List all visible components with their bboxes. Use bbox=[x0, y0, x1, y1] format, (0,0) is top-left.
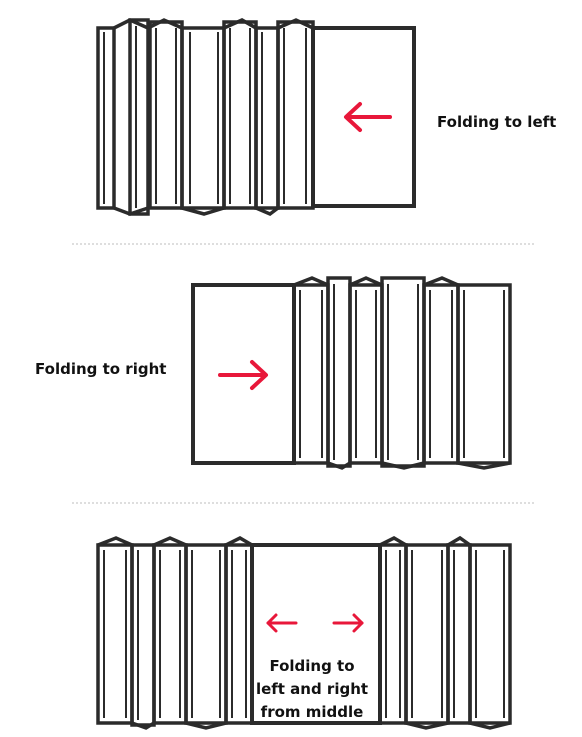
arrow-left-icon bbox=[344, 102, 392, 132]
label-folding-right: Folding to right bbox=[35, 360, 167, 378]
door-diagram-fold-right bbox=[191, 276, 512, 470]
arrow-right-icon bbox=[332, 613, 364, 633]
door-diagram-fold-middle bbox=[96, 535, 512, 730]
inner-lines bbox=[299, 284, 505, 460]
inner-lines bbox=[103, 26, 307, 208]
arrow-right-icon bbox=[218, 360, 268, 390]
folded-panels-left bbox=[96, 536, 254, 730]
door-diagram-fold-left bbox=[96, 18, 416, 217]
folded-panels bbox=[292, 276, 512, 470]
inner-lines bbox=[103, 550, 505, 720]
label-folding-middle: Folding to left and right from middle bbox=[255, 657, 369, 721]
folded-panels-right bbox=[378, 535, 512, 730]
folded-panels bbox=[96, 18, 315, 217]
label-folding-left: Folding to left bbox=[437, 113, 557, 131]
arrow-left-icon bbox=[266, 613, 298, 633]
